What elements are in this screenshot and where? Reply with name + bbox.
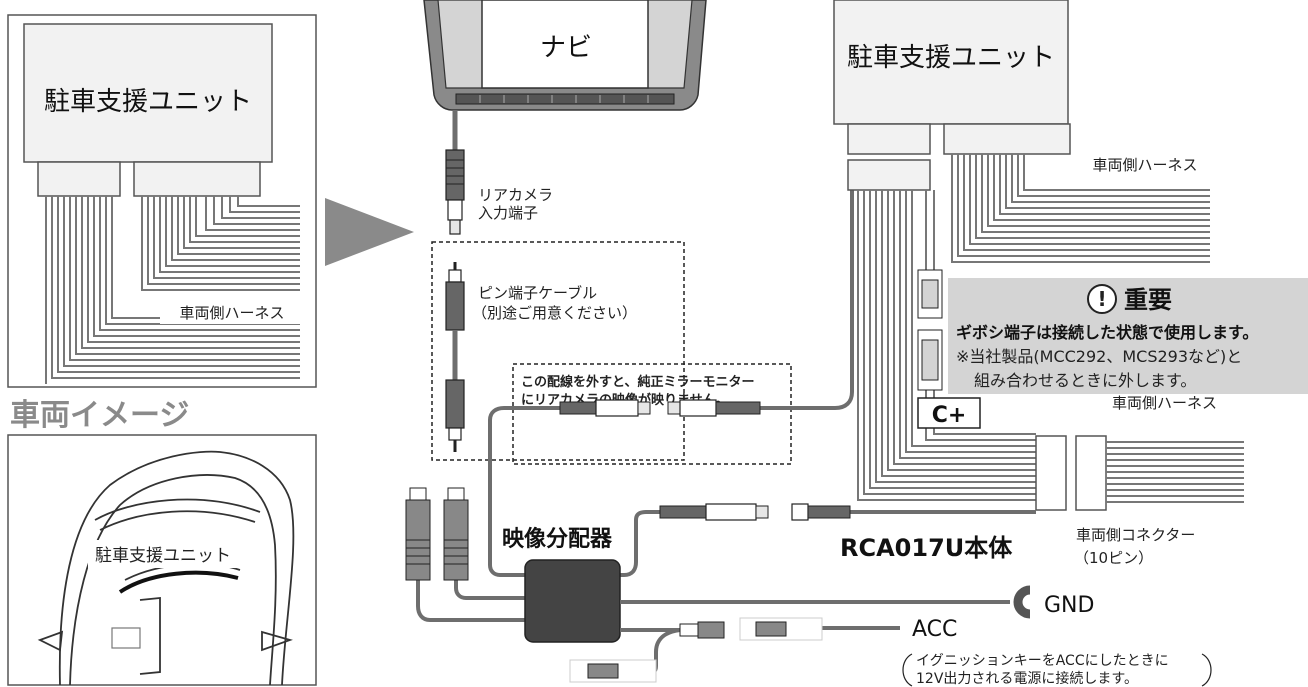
video-splitter xyxy=(524,559,621,643)
before-harness-wires xyxy=(45,196,300,384)
main-unit-box xyxy=(833,0,1069,125)
navi-label: ナビ xyxy=(540,33,592,63)
splitter-label: 映像分配器 xyxy=(502,526,613,552)
pin-cable-label-2: （別途ご用意ください） xyxy=(472,304,637,322)
vehicle-connector-left xyxy=(1035,435,1067,511)
pin-cable-label-1: ピン端子ケーブル xyxy=(478,284,597,302)
rear-camera-input-connector xyxy=(445,149,465,235)
before-unit-label: 駐車支援ユニット xyxy=(44,87,252,117)
important-icon-mark: ! xyxy=(1097,287,1106,311)
vehicle-unit-label: 駐車支援ユニット xyxy=(95,546,231,566)
before-unit-box xyxy=(23,23,273,163)
connector-label-1: 車両側コネクター xyxy=(1076,526,1195,544)
vehicle-connector-right xyxy=(1075,435,1107,511)
rca-connector-pair xyxy=(659,503,851,521)
vehicle-title: 車両イメージ xyxy=(10,398,189,433)
gnd-terminal xyxy=(1013,585,1031,619)
acc-note-2: 12V出力される電源に接続します。 xyxy=(916,670,1138,687)
unit-connector-c-plus xyxy=(847,159,931,191)
important-box xyxy=(948,278,1308,394)
important-line-2: ※当社製品(MCC292、MCS293など)と xyxy=(956,347,1242,366)
gibo-terminals xyxy=(917,269,943,391)
important-line-1: ギボシ端子は接続した状態で使用します。 xyxy=(956,323,1258,342)
pin-cable xyxy=(445,262,465,452)
main-harness-right-label: 車両側ハーネス xyxy=(1112,394,1217,412)
cplus-box xyxy=(917,397,981,429)
important-icon xyxy=(1087,284,1117,314)
connector-label-2: （10ピン） xyxy=(1074,549,1153,567)
cplus-label: C+ xyxy=(932,403,967,428)
product-label: RCA017U本体 xyxy=(840,534,1013,562)
splitter-input-rca xyxy=(405,487,469,581)
vehicle-panel: 駐車支援ユニット xyxy=(7,434,317,686)
vehicle-side-harness-right xyxy=(1106,441,1244,503)
before-harness-label: 車両側ハーネス xyxy=(179,304,284,322)
before-panel: 駐車支援ユニット xyxy=(7,14,317,388)
main-unit-label: 駐車支援ユニット xyxy=(847,43,1055,73)
rear-camera-label-2: 入力端子 xyxy=(478,204,538,222)
important-title: 重要 xyxy=(1124,286,1172,314)
acc-note-bracket-left xyxy=(902,653,913,687)
car-illustration xyxy=(37,450,295,686)
rear-camera-label-1: リアカメラ xyxy=(478,186,553,204)
pin-cable-dashed-box xyxy=(431,241,685,461)
warning-line-1: この配線を外すと、純正ミラーモニター xyxy=(521,374,754,390)
vehicle-unit-marker xyxy=(111,627,141,649)
acc-note-bracket-right xyxy=(1201,653,1212,687)
acc-connector xyxy=(569,617,823,683)
main-lower-wires xyxy=(857,190,1036,501)
main-top-harness xyxy=(951,154,1210,263)
acc-label: ACC xyxy=(912,617,957,642)
acc-note-1: イグニッションキーをACCにしたときに xyxy=(916,653,1169,669)
transition-arrow xyxy=(325,198,414,266)
main-harness-top-label: 車両側ハーネス xyxy=(1092,156,1197,174)
warning-connector-pair xyxy=(559,399,761,417)
gnd-label: GND xyxy=(1044,593,1094,618)
navi-unit xyxy=(423,0,707,111)
important-line-3: 組み合わせるときに外します。 xyxy=(974,371,1196,390)
